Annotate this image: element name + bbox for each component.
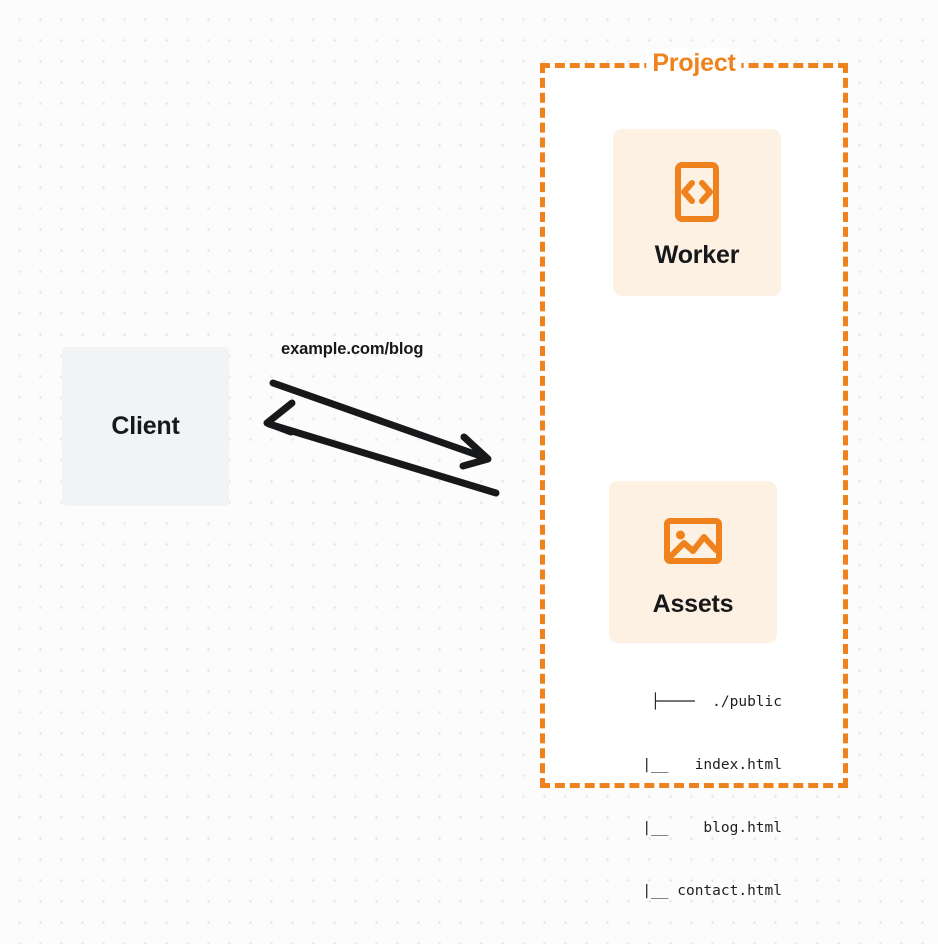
file-tree-line: ├──── ./public bbox=[651, 694, 782, 710]
code-brackets-icon bbox=[675, 162, 719, 222]
connector-arrows bbox=[263, 379, 500, 497]
file-tree-line: |__ contact.html bbox=[616, 883, 782, 899]
file-tree-line: |__ index.html bbox=[616, 757, 782, 773]
diagram-canvas: Client example.com/blog Project Worker bbox=[62, 49, 848, 899]
image-icon bbox=[664, 518, 722, 564]
project-title: Project bbox=[646, 49, 742, 78]
client-node[interactable]: Client bbox=[62, 347, 229, 506]
client-label: Client bbox=[111, 412, 180, 440]
worker-node[interactable]: Worker bbox=[613, 129, 781, 296]
assets-node[interactable]: Assets bbox=[609, 481, 777, 643]
inbound-arrow-icon bbox=[263, 399, 500, 497]
request-url-label: example.com/blog bbox=[281, 340, 424, 358]
assets-label: Assets bbox=[652, 590, 734, 618]
file-tree-line: |__ blog.html bbox=[616, 820, 782, 836]
worker-label: Worker bbox=[654, 241, 740, 269]
assets-file-tree: ├──── ./public |__ index.html |__ blog.h… bbox=[588, 650, 782, 944]
outbound-arrow-icon bbox=[269, 379, 492, 470]
